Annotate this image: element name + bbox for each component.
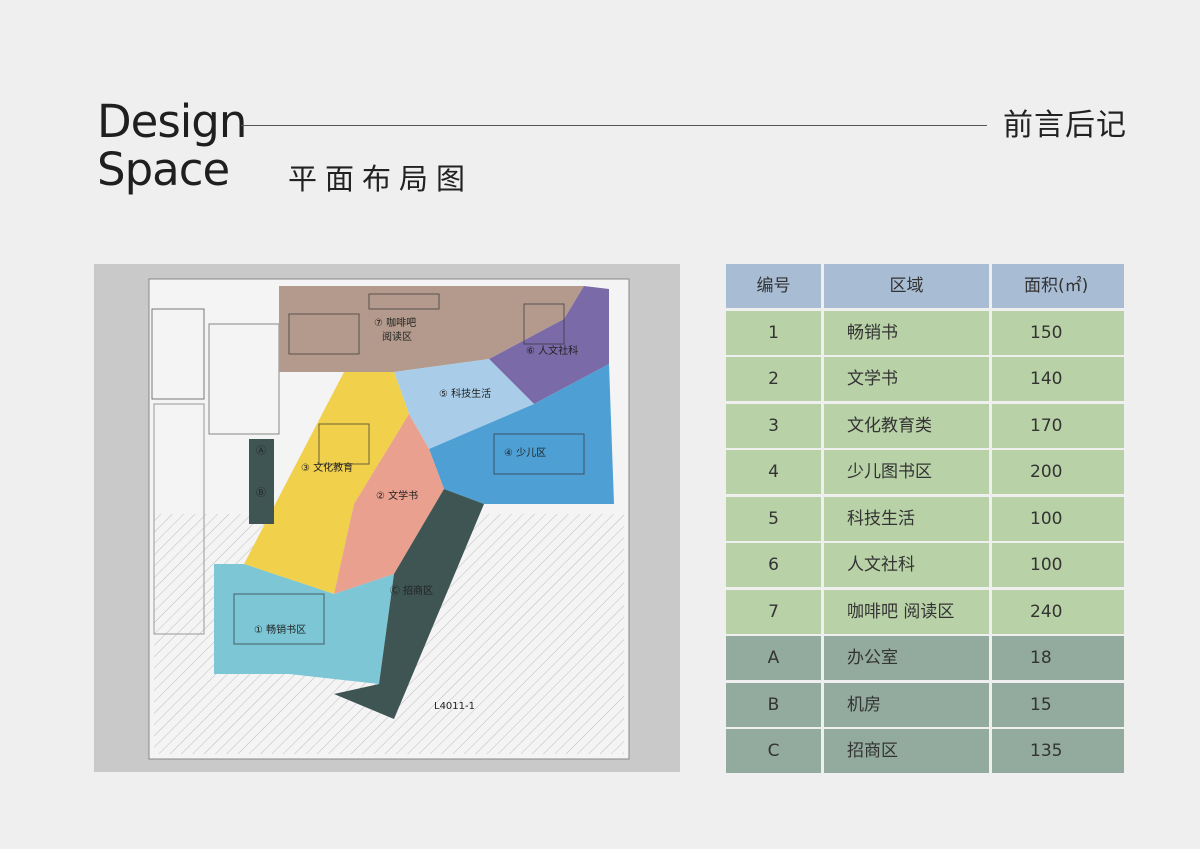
size-cell: 200	[992, 450, 1124, 494]
svg-text:⑥ 人文社科: ⑥ 人文社科	[526, 344, 578, 357]
id-cell: C	[726, 729, 821, 773]
zone-a	[249, 439, 274, 479]
size-cell: 15	[992, 682, 1124, 727]
title-line2: Space	[97, 143, 230, 196]
zone-6	[489, 286, 609, 404]
floor-plan-drawing: ⑦ 咖啡吧 阅读区 ⑥ 人文社科 ⑤ 科技生活 ④ 少儿区 ③ 文化教育 ② 文…	[148, 278, 630, 760]
area-cell: 机房	[824, 682, 989, 727]
zone-b	[249, 479, 274, 524]
area-cell: 人文社科	[824, 543, 989, 587]
id-cell: 编号	[726, 264, 821, 308]
size-cell: 170	[992, 403, 1124, 448]
svg-text:⑦ 咖啡吧: ⑦ 咖啡吧	[374, 317, 416, 329]
size-cell: 150	[992, 310, 1124, 355]
unit-label: L4011-1	[434, 701, 475, 712]
svg-text:⑤ 科技生活: ⑤ 科技生活	[439, 387, 491, 400]
id-cell: B	[726, 682, 821, 727]
id-cell: 2	[726, 357, 821, 401]
svg-text:Ⓑ: Ⓑ	[256, 487, 266, 499]
zone-2	[334, 414, 444, 594]
brand-logo: 前言后记	[1003, 108, 1127, 143]
area-cell: 科技生活	[824, 496, 989, 541]
area-cell: 畅销书	[824, 310, 989, 355]
svg-text:Ⓐ: Ⓐ	[256, 445, 266, 457]
id-cell: 1	[726, 310, 821, 355]
id-cell: 5	[726, 496, 821, 541]
id-cell: 6	[726, 543, 821, 587]
floor-plan: ⑦ 咖啡吧 阅读区 ⑥ 人文社科 ⑤ 科技生活 ④ 少儿区 ③ 文化教育 ② 文…	[94, 264, 680, 772]
id-cell: 4	[726, 450, 821, 494]
area-cell: 文学书	[824, 357, 989, 401]
area-cell: 招商区	[824, 729, 989, 773]
header-divider	[241, 125, 987, 126]
zone-3	[244, 372, 409, 594]
size-cell: 面积(㎡)	[992, 264, 1124, 308]
size-cell: 100	[992, 496, 1124, 541]
area-cell: 文化教育类	[824, 403, 989, 448]
svg-text:① 畅销书区: ① 畅销书区	[254, 623, 306, 636]
page-subtitle: 平面布局图	[288, 162, 474, 196]
area-cell: 区域	[824, 264, 989, 308]
svg-text:④ 少儿区: ④ 少儿区	[504, 447, 546, 459]
svg-text:② 文学书: ② 文学书	[376, 489, 418, 502]
id-cell: 3	[726, 403, 821, 448]
size-cell: 135	[992, 729, 1124, 773]
id-cell: A	[726, 636, 821, 680]
table-header: 编号区域面积(㎡)	[726, 264, 1124, 308]
svg-text:Ⓒ 招商区: Ⓒ 招商区	[390, 584, 433, 597]
size-cell: 18	[992, 636, 1124, 680]
area-cell: 咖啡吧 阅读区	[824, 589, 989, 634]
zone-c	[334, 489, 484, 719]
area-cell: 办公室	[824, 636, 989, 680]
svg-text:③ 文化教育: ③ 文化教育	[301, 461, 353, 474]
size-cell: 140	[992, 357, 1124, 401]
area-cell: 少儿图书区	[824, 450, 989, 494]
size-cell: 240	[992, 589, 1124, 634]
title-line1: Design	[97, 95, 247, 148]
id-cell: 7	[726, 589, 821, 634]
size-cell: 100	[992, 543, 1124, 587]
svg-text:阅读区: 阅读区	[382, 330, 412, 343]
zone-5	[394, 359, 534, 449]
zone-7	[279, 286, 584, 372]
page-title-en: Design Space	[97, 95, 247, 196]
